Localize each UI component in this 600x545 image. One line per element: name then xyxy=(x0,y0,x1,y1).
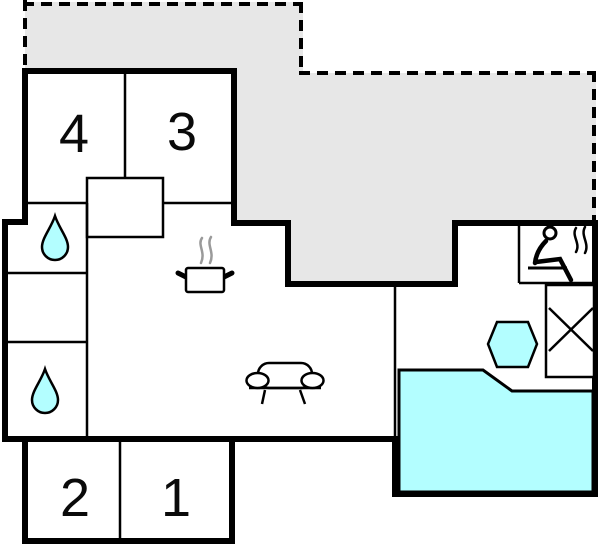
sauna-icon xyxy=(528,225,588,283)
sofa-armrest-right xyxy=(300,371,325,390)
terrace-fill xyxy=(25,2,596,284)
sauna-person-head xyxy=(542,225,558,241)
outer-walls xyxy=(2,68,598,544)
kitchen-icons xyxy=(175,235,235,294)
sofa-icon xyxy=(245,361,325,405)
water-drop-icon-lower xyxy=(30,365,60,415)
room-labels: 4 3 2 1 xyxy=(59,102,197,528)
utility-room xyxy=(544,283,596,379)
sofa-armrest-left xyxy=(245,371,270,390)
closet-box xyxy=(85,176,165,239)
hot-tub-hexagon-icon xyxy=(486,320,539,369)
water-drop-icon-upper xyxy=(40,212,70,262)
room-4-label: 4 xyxy=(59,104,89,164)
terrace-area xyxy=(23,0,596,284)
interior-walls xyxy=(5,71,593,539)
bedroom-1-2-outline-wall xyxy=(22,437,235,544)
sofa-leg-right xyxy=(298,389,307,405)
room-1-label: 1 xyxy=(161,468,191,528)
room-2-label: 2 xyxy=(60,468,90,528)
pot-steam-icon xyxy=(199,235,213,265)
sauna-person-legs xyxy=(533,256,574,283)
crossed-square-diagonal-2 xyxy=(548,307,594,352)
house-outline-wall xyxy=(2,68,598,497)
swimming-pool-icon xyxy=(397,368,595,494)
sofa-leg-left xyxy=(260,389,267,405)
cooking-pot-icon xyxy=(184,266,226,294)
sauna-steam-icon xyxy=(573,225,588,255)
room-3-label: 3 xyxy=(167,102,197,162)
